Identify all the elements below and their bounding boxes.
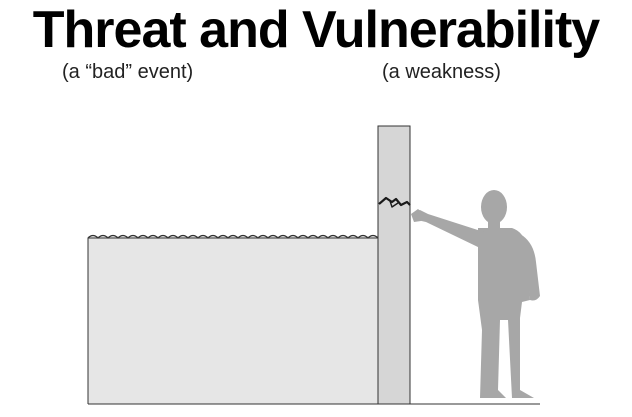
vulnerability-caption: (a weakness): [382, 61, 501, 83]
person-head: [481, 190, 507, 224]
wall-crack: [378, 196, 411, 207]
threat-caption: (a “bad” event): [62, 61, 194, 83]
wall-crack-detail: [389, 200, 399, 208]
person-hand: [411, 209, 424, 222]
person-neck: [488, 220, 500, 230]
person-right-arm: [520, 234, 540, 301]
water-fill: [88, 236, 378, 404]
water-body: [87, 234, 379, 404]
wall-body: [377, 125, 411, 405]
page-title: Threat and Vulnerability: [32, 1, 600, 59]
wave-line: [87, 234, 379, 239]
wall: [377, 125, 411, 405]
person-figure: [411, 190, 540, 398]
person-pointing-arm: [414, 210, 484, 248]
person-body: [478, 228, 534, 398]
